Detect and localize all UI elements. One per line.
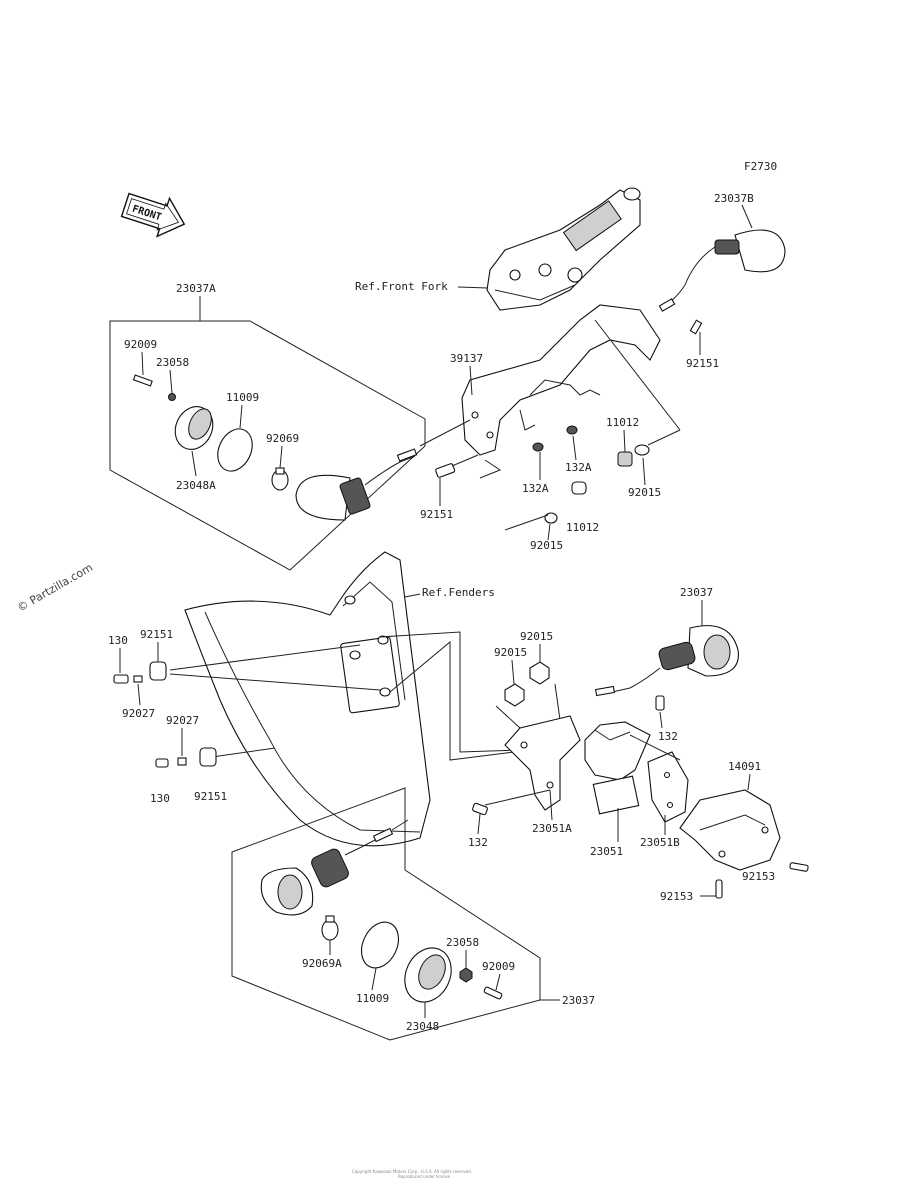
bracket-23051: [584, 721, 651, 815]
callout-14091: 14091: [728, 760, 761, 773]
turn-signal-23037A: [295, 448, 418, 521]
callout-11012-right: 11012: [606, 416, 639, 429]
front-arrow-icon: FRONT: [120, 192, 186, 238]
ref-fenders-label: Ref.Fenders: [422, 586, 495, 599]
callout-92151-top-right: 92151: [686, 357, 719, 370]
rear-fender-ref: [184, 551, 431, 847]
front-fork-ref: [486, 187, 641, 311]
callout-92015-right: 92015: [628, 486, 661, 499]
callout-92015-center: 92015: [530, 539, 563, 552]
watermark: © Partzilla.com: [15, 561, 95, 615]
callout-39137: 39137: [450, 352, 483, 365]
callout-92151-bottom-left: 92151: [194, 790, 227, 803]
callout-92009-bottom: 92009: [482, 960, 515, 973]
assembly-box-23037A: [109, 320, 426, 571]
turn-signal-23037B: [658, 229, 786, 312]
callout-92027-bottom: 92027: [166, 714, 199, 727]
callout-23058-bottom: 23058: [446, 936, 479, 949]
callout-130-top: 130: [108, 634, 128, 647]
callout-11009-top: 11009: [226, 391, 259, 404]
callout-132A-left: 132A: [522, 482, 549, 495]
callout-11012-center: 11012: [566, 521, 599, 534]
callout-92153-right: 92153: [742, 870, 775, 883]
callout-92069A: 92069A: [302, 957, 342, 970]
callout-23048: 23048: [406, 1020, 439, 1033]
callout-92015-lower-right: 92015: [520, 630, 553, 643]
callout-92009-top: 92009: [124, 338, 157, 351]
callout-23058-top: 23058: [156, 356, 189, 369]
callout-11009-bottom: 11009: [356, 992, 389, 1005]
bracket-23051A: [504, 715, 581, 811]
callout-23051: 23051: [590, 845, 623, 858]
callout-23037-top: 23037: [680, 586, 713, 599]
callout-23051B: 23051B: [640, 836, 680, 849]
callout-23037A: 23037A: [176, 282, 216, 295]
callout-130-bottom: 130: [150, 792, 170, 805]
license-light-14091: [679, 789, 781, 871]
turn-signal-23037: [594, 625, 739, 697]
callout-23048A: 23048A: [176, 479, 216, 492]
turn-signal-23037-lower: [260, 827, 394, 916]
figure-id: F2730: [744, 160, 777, 173]
bracket-39137: [461, 304, 661, 479]
callout-92069: 92069: [266, 432, 299, 445]
callout-23037B: 23037B: [714, 192, 754, 205]
callout-132-left: 132: [468, 836, 488, 849]
footer-line-1: Copyright Kawasaki Motors Corp., U.S.A. …: [352, 1169, 472, 1174]
callout-92027-top: 92027: [122, 707, 155, 720]
callout-92151-top-left: 92151: [420, 508, 453, 521]
callout-92151-left: 92151: [140, 628, 173, 641]
callout-132A-right: 132A: [565, 461, 592, 474]
callout-132-right: 132: [658, 730, 678, 743]
ref-front-fork-label: Ref.Front Fork: [355, 280, 448, 293]
callout-92153-left: 92153: [660, 890, 693, 903]
callout-23037-bottom: 23037: [562, 994, 595, 1007]
bracket-23051B: [647, 751, 689, 823]
footer-line-2: Reproduced under license: [398, 1174, 451, 1179]
callout-92015-lower-left: 92015: [494, 646, 527, 659]
callout-23051A: 23051A: [532, 822, 572, 835]
